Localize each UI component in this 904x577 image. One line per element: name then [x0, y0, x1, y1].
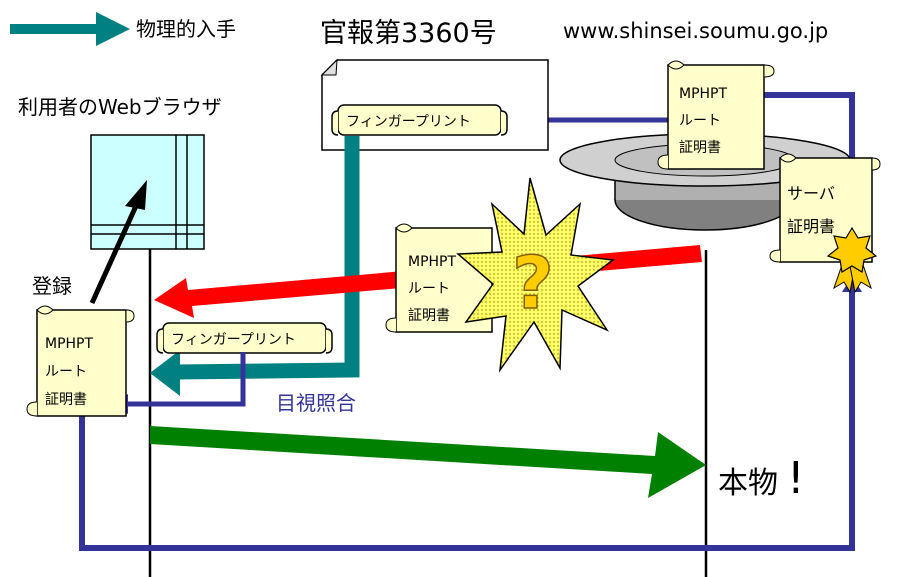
visual-check-line	[126, 352, 246, 407]
root-cert-top-line1: MPHPT	[679, 86, 727, 102]
genuine-label: 本物	[718, 466, 778, 501]
green-arrow	[150, 426, 706, 498]
server-cert-line1: サーバ	[787, 184, 835, 203]
teal-arrowhead	[150, 350, 180, 396]
browser-label: 利用者のWebブラウザ	[18, 95, 222, 119]
warning-burst-icon: ?	[456, 177, 615, 373]
gazette-title: 官報第3360号	[320, 18, 497, 49]
server-cert-line2: 証明書	[787, 217, 835, 236]
register-arrow-line	[89, 204, 139, 305]
visual-check-label: 目視照合	[276, 391, 356, 415]
gazette-fingerprint: フィンガープリント	[331, 104, 508, 136]
browser-fingerprint: フィンガープリント	[156, 322, 333, 354]
root-cert-top-line2: ルート	[679, 113, 721, 129]
root-cert-registered: MPHPT ルート 証明書	[26, 305, 135, 417]
legend-arrow	[10, 12, 130, 46]
root-cert-top-line3: 証明書	[679, 140, 721, 156]
legend: 物理的入手	[10, 12, 236, 46]
register-label: 登録	[32, 274, 72, 298]
root-cert-registered-line2: ルート	[45, 364, 87, 380]
root-cert-fake-line1: MPHPT	[408, 254, 456, 270]
genuine-mark: !	[787, 453, 805, 504]
award-badge-icon	[826, 226, 878, 294]
root-cert-registered-line1: MPHPT	[45, 336, 93, 352]
navy-loop-line	[79, 292, 855, 551]
gazette-fingerprint-label: フィンガープリント	[346, 114, 471, 130]
root-cert-registered-line3: 証明書	[45, 392, 87, 408]
root-cert-fake-line2: ルート	[408, 281, 450, 297]
legend-label: 物理的入手	[136, 17, 236, 41]
question-mark: ?	[512, 241, 554, 325]
root-cert-fake-line3: 証明書	[408, 308, 450, 324]
root-cert-top: MPHPT ルート 証明書	[657, 60, 775, 170]
url-label: www.shinsei.soumu.go.jp	[563, 19, 828, 43]
browser-fingerprint-label: フィンガープリント	[171, 332, 296, 348]
teal-arrow-line	[175, 136, 360, 380]
register-arrowhead	[125, 180, 147, 210]
browser-window	[90, 134, 205, 250]
